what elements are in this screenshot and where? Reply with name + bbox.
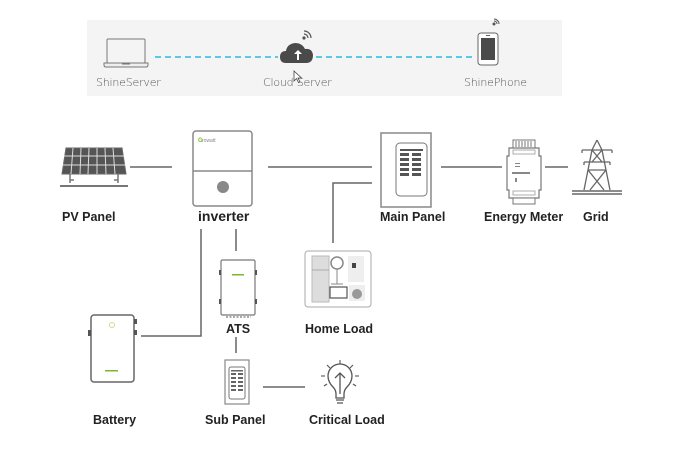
pv-panel-label: PV Panel xyxy=(62,210,116,224)
battery-icon xyxy=(88,314,137,383)
inverter-icon: G rowatt xyxy=(192,130,253,207)
home-load-label: Home Load xyxy=(305,322,374,336)
line-inverter-battery xyxy=(141,229,202,337)
energy-meter-icon xyxy=(506,139,542,205)
shinephone-label: ShinePhone xyxy=(464,76,527,89)
inverter-label: inverter xyxy=(198,208,250,224)
svg-text:G: G xyxy=(198,138,203,144)
battery-label: Battery xyxy=(93,413,137,427)
home-appliances-icon xyxy=(304,250,372,308)
solar-panel-icon xyxy=(60,147,128,187)
shineserver-label: ShineServer xyxy=(96,76,161,89)
phone-signal-icon xyxy=(492,18,500,26)
svg-text:rowatt: rowatt xyxy=(202,138,216,144)
energy-meter-label: Energy Meter xyxy=(484,210,564,224)
cloud-upload-icon xyxy=(280,43,313,63)
cloudserver-label: Cloud Server xyxy=(263,76,332,89)
mouse-cursor-icon xyxy=(293,70,303,83)
sub-panel-icon xyxy=(224,359,250,405)
light-bulb-icon xyxy=(321,360,359,404)
ats-label: ATS xyxy=(226,322,251,336)
grid-label: Grid xyxy=(583,210,609,224)
critical-load-label: Critical Load xyxy=(309,413,385,427)
laptop-icon xyxy=(103,38,149,68)
breaker-panel-icon xyxy=(380,132,432,208)
main-panel-label: Main Panel xyxy=(380,210,446,224)
sub-panel-label: Sub Panel xyxy=(205,413,266,427)
line-mainpanel-homeload xyxy=(332,182,372,243)
smartphone-icon xyxy=(477,32,499,66)
ats-icon xyxy=(219,259,257,318)
wifi-signal-icon xyxy=(302,30,312,40)
power-tower-icon xyxy=(572,139,622,195)
